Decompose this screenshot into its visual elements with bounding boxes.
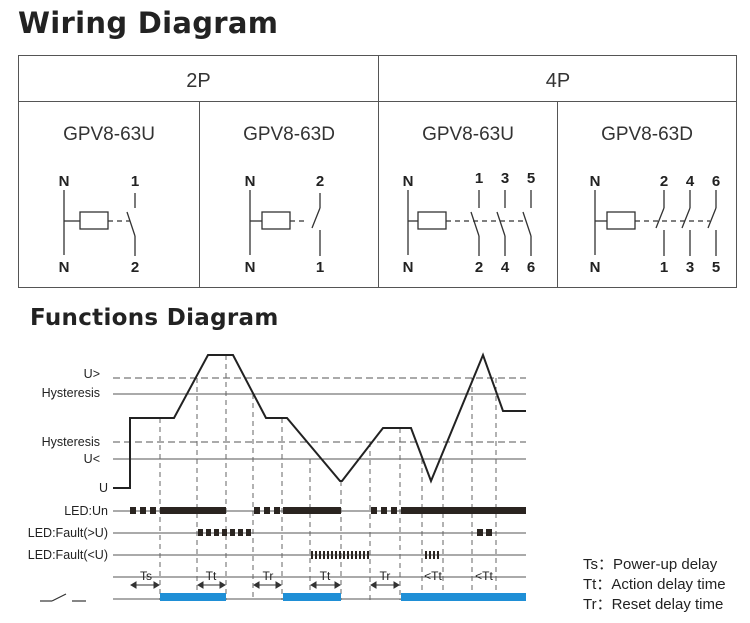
led-pulse <box>319 551 321 559</box>
led-pulse <box>433 551 435 559</box>
model-2p-d: GPV8-63D <box>243 124 335 145</box>
table-divider <box>378 56 379 287</box>
led-pulse <box>355 551 357 559</box>
led-fault-under-pulses <box>311 551 439 559</box>
led-pulse <box>339 551 341 559</box>
interval-label-tr-1: Tr <box>263 569 274 583</box>
led-pulse <box>437 551 439 559</box>
terminal-label: N <box>590 259 601 276</box>
model-4p-u: GPV8-63U <box>422 124 514 145</box>
schematic-4p-u <box>407 190 532 256</box>
legend-ts: Ts：Power-up delay <box>583 556 718 573</box>
functions-diagram-title: Functions Diagram <box>30 305 279 331</box>
terminal-label: N <box>59 259 70 276</box>
output-on-bar <box>283 593 341 601</box>
interval-label-tt-1: Tt <box>206 569 217 583</box>
interval-label-lt-tt-2: <Tt <box>475 569 493 583</box>
terminal-label: N <box>590 173 601 190</box>
row-label-led-un: LED:Un <box>64 504 108 518</box>
legend-tr: Tr：Reset delay time <box>583 596 724 613</box>
wiring-table: 2P 4P GPV8-63U GPV8-63D GPV8-63U GPV8-63… <box>18 55 737 288</box>
led-pulse <box>327 551 329 559</box>
level-label-hysteresis-low: Hysteresis <box>42 435 100 449</box>
level-label-u-over: U> <box>84 367 100 381</box>
relay-contact-icon <box>40 593 86 602</box>
header-2p: 2P <box>186 70 211 92</box>
legend-tt: Tt：Action delay time <box>583 576 726 593</box>
led-pulse <box>323 551 325 559</box>
terminal-label: 6 <box>712 173 720 190</box>
led-pulse <box>363 551 365 559</box>
terminal-label: 1 <box>316 259 324 276</box>
output-state-row <box>160 593 526 601</box>
led-pulse <box>311 551 313 559</box>
interval-tt-1 <box>197 581 226 589</box>
interval-label-tt-2: Tt <box>320 569 331 583</box>
model-4p-d: GPV8-63D <box>601 124 693 145</box>
led-pulse <box>429 551 431 559</box>
led-pulse <box>331 551 333 559</box>
table-divider <box>199 101 200 287</box>
interval-ts <box>130 581 160 589</box>
row-label-led-fault-over: LED:Fault(>U) <box>28 526 108 540</box>
terminal-label: 2 <box>660 173 668 190</box>
terminal-label: 3 <box>686 259 694 276</box>
led-pulse <box>425 551 427 559</box>
table-divider <box>19 101 736 102</box>
led-fault-over-pulses <box>198 529 492 536</box>
interval-label-lt-tt-1: <Tt <box>424 569 442 583</box>
schematic-2p-d <box>249 190 321 256</box>
interval-label-tr-2: Tr <box>380 569 391 583</box>
header-4p: 4P <box>545 70 571 92</box>
led-pulse <box>359 551 361 559</box>
terminal-label: 6 <box>527 259 535 276</box>
led-pulse <box>343 551 345 559</box>
led-pulse <box>315 551 317 559</box>
schematic-4p-d <box>594 190 717 256</box>
terminal-label: 2 <box>316 173 324 190</box>
terminal-label: N <box>245 259 256 276</box>
interval-tr-2 <box>370 581 400 589</box>
terminal-label: 3 <box>501 170 509 187</box>
terminal-label: N <box>59 173 70 190</box>
schematic-2p-u <box>63 190 136 256</box>
terminal-label: 5 <box>712 259 720 276</box>
terminal-label: 4 <box>686 173 695 190</box>
interval-tr-1 <box>253 581 282 589</box>
output-on-bar <box>401 593 526 601</box>
threshold-lines <box>113 377 526 460</box>
wiring-diagram-title: Wiring Diagram <box>18 6 279 40</box>
led-pulse <box>347 551 349 559</box>
level-label-u: U <box>99 481 108 495</box>
led-pulse <box>351 551 353 559</box>
output-on-bar <box>160 593 226 601</box>
voltage-waveform <box>113 352 526 489</box>
time-markers <box>159 355 497 600</box>
terminal-label: 1 <box>660 259 668 276</box>
interval-label-ts: Ts <box>140 569 152 583</box>
led-pulse <box>367 551 369 559</box>
terminal-label: N <box>403 173 414 190</box>
model-2p-u: GPV8-63U <box>63 124 155 145</box>
interval-tt-2 <box>310 581 341 589</box>
led-un-pulses <box>130 507 526 514</box>
terminal-label: N <box>403 259 414 276</box>
terminal-label: 4 <box>501 259 510 276</box>
terminal-label: 1 <box>475 170 483 187</box>
led-un-on-bar <box>160 507 226 514</box>
terminal-label: 2 <box>475 259 483 276</box>
table-divider <box>557 101 558 287</box>
level-label-hysteresis-high: Hysteresis <box>42 386 100 400</box>
row-label-led-fault-under: LED:Fault(<U) <box>28 548 108 562</box>
led-pulse <box>335 551 337 559</box>
terminal-label: 2 <box>131 259 139 276</box>
terminal-label: 1 <box>131 173 139 190</box>
terminal-label: N <box>245 173 256 190</box>
level-label-u-under: U< <box>84 452 100 466</box>
led-un-on-bar <box>401 507 526 514</box>
terminal-label: 5 <box>527 170 535 187</box>
led-un-on-bar <box>283 507 341 514</box>
